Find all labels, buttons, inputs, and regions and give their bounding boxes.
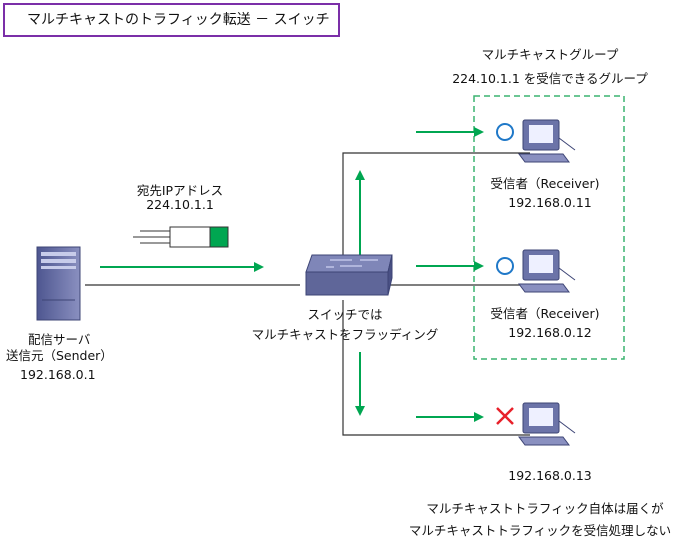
packet-address: 224.10.1.1 [146,197,214,212]
receive-mark-2 [496,257,514,275]
multicast-group-box [473,95,625,360]
sender-ip: 192.168.0.1 [20,367,96,382]
network-links [85,152,532,436]
packet-label: 宛先IPアドレス [136,183,224,198]
group-subtitle: 224.10.1.1 を受信できるグループ [452,71,648,86]
diagram-title: マルチキャストのトラフィック転送 － スイッチ [3,3,340,37]
packet-icon [133,226,229,248]
switch-caption-line2: マルチキャストをフラッディング [251,327,439,342]
server-icon [36,246,81,321]
sender-role: 配信サーバ [28,332,91,347]
switch-caption-line1: スイッチでは [307,307,383,322]
receiver-2-name: 受信者（Receiver) [490,306,600,321]
sender-name: 送信元（Sender） [6,348,113,363]
receiver-1-name: 受信者（Receiver) [490,176,600,191]
receiver-pc-2 [518,249,576,293]
reject-mark [496,407,514,425]
flow-arrows [100,127,484,422]
receiver-2-ip: 192.168.0.12 [508,325,592,340]
note-line2: マルチキャストトラフィックを受信処理しない [408,523,672,538]
note-line1: マルチキャストトラフィック自体は届くが [426,501,664,516]
receiver-1-ip: 192.168.0.11 [508,195,592,210]
receiver-pc-3 [518,402,576,446]
group-title: マルチキャストグループ [481,47,619,62]
receive-mark-1 [496,123,514,141]
receiver-3-ip: 192.168.0.13 [508,468,592,483]
switch-icon [305,254,393,296]
receiver-pc-1 [518,119,576,163]
